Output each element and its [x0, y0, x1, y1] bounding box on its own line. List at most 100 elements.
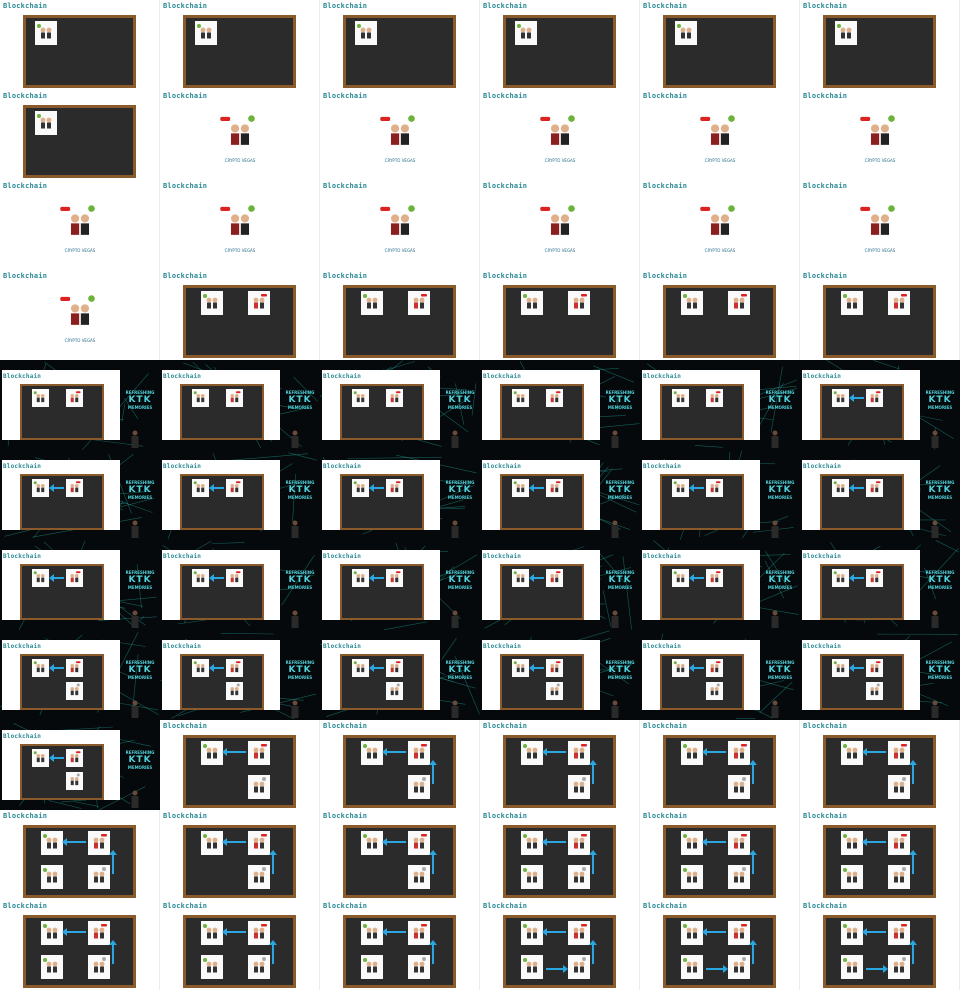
video-frame-thumbnail[interactable]: BlockchainREFRESHINGKTKMEMORIES: [320, 540, 480, 630]
video-frame-thumbnail[interactable]: Blockchain: [320, 900, 480, 990]
video-frame-thumbnail[interactable]: BlockchainREFRESHINGKTKMEMORIES: [0, 450, 160, 540]
video-frame-thumbnail[interactable]: BlockchainCRYPTO VEGAS: [0, 180, 160, 270]
video-frame-thumbnail[interactable]: BlockchainREFRESHINGKTKMEMORIES: [800, 540, 960, 630]
video-frame-thumbnail[interactable]: Blockchain: [640, 0, 800, 90]
video-frame-thumbnail[interactable]: Blockchain: [800, 270, 960, 360]
sticky-note-card: [352, 659, 369, 677]
chalkboard: [500, 474, 584, 530]
video-frame-thumbnail[interactable]: Blockchain: [800, 810, 960, 900]
video-frame-thumbnail[interactable]: BlockchainREFRESHINGKTKMEMORIES: [640, 360, 800, 450]
video-frame-thumbnail[interactable]: BlockchainCRYPTO VEGAS: [640, 180, 800, 270]
card-illustration: [408, 865, 430, 889]
video-frame-thumbnail[interactable]: Blockchain: [480, 900, 640, 990]
sticky-note-card: [546, 569, 563, 587]
sticky-note-card: [512, 659, 529, 677]
video-frame-thumbnail[interactable]: BlockchainREFRESHINGKTKMEMORIES: [800, 450, 960, 540]
card-illustration: [192, 659, 209, 677]
video-frame-thumbnail[interactable]: Blockchain: [320, 720, 480, 810]
card-illustration: [841, 865, 863, 889]
video-frame-thumbnail[interactable]: BlockchainCRYPTO VEGAS: [800, 180, 960, 270]
sticky-note-card: [386, 659, 403, 677]
video-frame-thumbnail[interactable]: BlockchainCRYPTO VEGAS: [320, 180, 480, 270]
video-frame-thumbnail[interactable]: BlockchainREFRESHINGKTKMEMORIES: [160, 540, 320, 630]
video-frame-thumbnail[interactable]: BlockchainREFRESHINGKTKMEMORIES: [0, 540, 160, 630]
video-frame-thumbnail[interactable]: BlockchainREFRESHINGKTKMEMORIES: [160, 450, 320, 540]
video-frame-thumbnail[interactable]: BlockchainREFRESHINGKTKMEMORIES: [0, 630, 160, 720]
frame-title: Blockchain: [483, 902, 527, 910]
video-frame-thumbnail[interactable]: Blockchain: [480, 0, 640, 90]
video-frame-thumbnail[interactable]: Blockchain: [0, 900, 160, 990]
card-illustration: [888, 831, 910, 855]
video-frame-thumbnail[interactable]: Blockchain: [0, 810, 160, 900]
video-frame-thumbnail[interactable]: Blockchain: [640, 720, 800, 810]
video-frame-thumbnail[interactable]: BlockchainREFRESHINGKTKMEMORIES: [640, 540, 800, 630]
video-frame-thumbnail[interactable]: Blockchain: [640, 270, 800, 360]
video-frame-thumbnail[interactable]: Blockchain: [640, 900, 800, 990]
video-frame-thumbnail[interactable]: BlockchainREFRESHINGKTKMEMORIES: [480, 540, 640, 630]
video-frame-thumbnail[interactable]: BlockchainCRYPTO VEGAS: [480, 90, 640, 180]
video-frame-thumbnail[interactable]: Blockchain: [640, 810, 800, 900]
video-frame-thumbnail[interactable]: BlockchainREFRESHINGKTKMEMORIES: [800, 630, 960, 720]
sticky-note-card: [201, 291, 223, 315]
video-frame-thumbnail[interactable]: Blockchain: [800, 0, 960, 90]
blue-arrow-left: [866, 841, 886, 843]
video-frame-thumbnail[interactable]: BlockchainREFRESHINGKTKMEMORIES: [160, 630, 320, 720]
event-logo: REFRESHINGKTKMEMORIES: [121, 390, 159, 410]
video-frame-thumbnail[interactable]: Blockchain: [800, 900, 960, 990]
blue-arrow-left: [213, 667, 224, 669]
sticky-note-card: [888, 775, 910, 799]
video-frame-thumbnail[interactable]: BlockchainREFRESHINGKTKMEMORIES: [320, 630, 480, 720]
video-frame-thumbnail[interactable]: Blockchain: [800, 720, 960, 810]
video-frame-thumbnail[interactable]: BlockchainREFRESHINGKTKMEMORIES: [480, 450, 640, 540]
video-frame-thumbnail[interactable]: Blockchain: [320, 270, 480, 360]
video-frame-thumbnail[interactable]: BlockchainCRYPTO VEGAS: [640, 90, 800, 180]
video-frame-thumbnail[interactable]: BlockchainREFRESHINGKTKMEMORIES: [0, 720, 160, 810]
video-frame-thumbnail[interactable]: BlockchainREFRESHINGKTKMEMORIES: [480, 630, 640, 720]
chalkboard: [823, 285, 936, 358]
video-frame-thumbnail[interactable]: BlockchainCRYPTO VEGAS: [160, 90, 320, 180]
video-frame-thumbnail[interactable]: BlockchainCRYPTO VEGAS: [0, 270, 160, 360]
video-frame-thumbnail[interactable]: Blockchain: [320, 0, 480, 90]
sticky-note-card: [66, 772, 83, 790]
blue-arrow-left: [226, 931, 246, 933]
sticky-note-card: [521, 831, 543, 855]
card-illustration: [728, 831, 750, 855]
hero-caption: CRYPTO VEGAS: [210, 158, 270, 163]
frame-title: Blockchain: [3, 812, 47, 820]
video-frame-thumbnail[interactable]: Blockchain: [320, 810, 480, 900]
frame-title: Blockchain: [643, 272, 687, 280]
video-frame-thumbnail[interactable]: Blockchain: [160, 270, 320, 360]
video-frame-thumbnail[interactable]: BlockchainREFRESHINGKTKMEMORIES: [320, 360, 480, 450]
video-frame-thumbnail[interactable]: BlockchainCRYPTO VEGAS: [320, 90, 480, 180]
video-frame-thumbnail[interactable]: Blockchain: [0, 90, 160, 180]
frame-title: Blockchain: [3, 553, 41, 560]
video-frame-thumbnail[interactable]: Blockchain: [160, 900, 320, 990]
sticky-note-card: [521, 955, 543, 979]
chalkboard: [503, 15, 616, 88]
event-logo: REFRESHINGKTKMEMORIES: [121, 480, 159, 500]
card-illustration: [832, 479, 849, 497]
video-frame-thumbnail[interactable]: BlockchainREFRESHINGKTKMEMORIES: [160, 360, 320, 450]
video-frame-thumbnail[interactable]: BlockchainREFRESHINGKTKMEMORIES: [640, 450, 800, 540]
video-frame-thumbnail[interactable]: Blockchain: [160, 720, 320, 810]
video-frame-thumbnail[interactable]: Blockchain: [160, 0, 320, 90]
video-frame-thumbnail[interactable]: BlockchainREFRESHINGKTKMEMORIES: [0, 360, 160, 450]
video-frame-thumbnail[interactable]: Blockchain: [480, 270, 640, 360]
video-frame-thumbnail[interactable]: BlockchainREFRESHINGKTKMEMORIES: [480, 360, 640, 450]
video-frame-thumbnail[interactable]: Blockchain: [480, 720, 640, 810]
video-frame-thumbnail[interactable]: Blockchain: [160, 810, 320, 900]
video-frame-thumbnail[interactable]: Blockchain: [0, 0, 160, 90]
crypto-vegas-illustration: CRYPTO VEGAS: [50, 292, 110, 348]
video-frame-thumbnail[interactable]: BlockchainREFRESHINGKTKMEMORIES: [800, 360, 960, 450]
blue-arrow-left: [693, 667, 704, 669]
video-frame-thumbnail[interactable]: Blockchain: [480, 810, 640, 900]
event-logo-text: KTK: [441, 665, 479, 675]
video-frame-thumbnail[interactable]: BlockchainREFRESHINGKTKMEMORIES: [320, 450, 480, 540]
frame-title: Blockchain: [483, 272, 527, 280]
video-frame-thumbnail[interactable]: BlockchainREFRESHINGKTKMEMORIES: [640, 630, 800, 720]
video-frame-thumbnail[interactable]: BlockchainCRYPTO VEGAS: [160, 180, 320, 270]
chalkboard: [340, 564, 424, 620]
video-frame-thumbnail[interactable]: BlockchainCRYPTO VEGAS: [800, 90, 960, 180]
video-frame-thumbnail[interactable]: BlockchainCRYPTO VEGAS: [480, 180, 640, 270]
speaker-silhouette: [290, 610, 300, 628]
